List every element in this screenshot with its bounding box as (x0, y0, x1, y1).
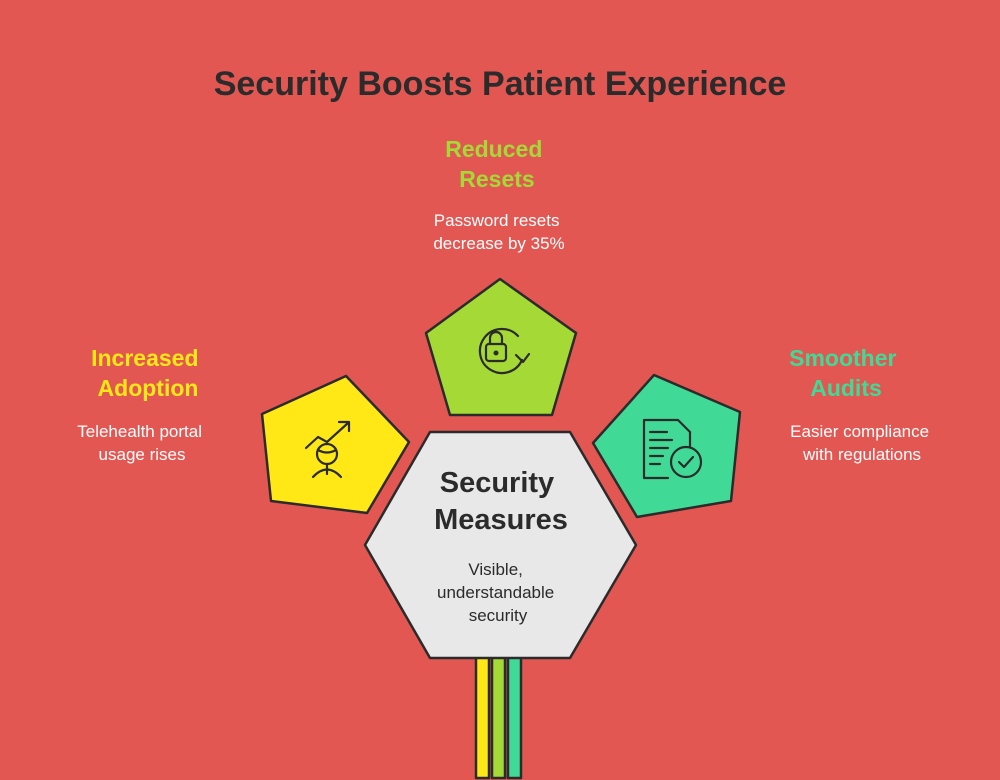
center-heading: Security Measures (434, 467, 568, 536)
center-security-measures: Security Measures Visible, understandabl… (363, 430, 638, 660)
lock-refresh-icon (478, 327, 531, 375)
node-description: Telehealth portal usage rises (77, 422, 207, 464)
document-check-icon (642, 418, 703, 480)
node-description: Easier compliance with regulations (790, 422, 934, 464)
node-reduced-resets: Reduced Resets Password resets decrease … (424, 136, 578, 417)
diagram-title: Security Boosts Patient Experience (214, 65, 787, 103)
stem-bars (474, 653, 523, 780)
node-smoother-audits: Smoother Audits Easier compliance with r… (591, 345, 934, 519)
pentagon-yellow (260, 374, 411, 515)
stem-bar-teal (506, 653, 523, 780)
node-increased-adoption: Increased Adoption Telehealth portal usa… (77, 345, 411, 515)
person-growth-arrow-icon (304, 420, 351, 479)
pentagon-teal (591, 373, 742, 519)
node-heading: Reduced Resets (445, 136, 549, 192)
stem-bar-yellow (474, 653, 491, 780)
stem-bar-lime (490, 653, 507, 780)
pentagon-lime (424, 277, 578, 417)
hexagon-center (363, 430, 638, 660)
node-heading: Smoother Audits (789, 345, 903, 401)
node-description: Password resets decrease by 35% (433, 211, 564, 253)
node-heading: Increased Adoption (91, 345, 205, 401)
center-description: Visible, understandable security (437, 560, 559, 625)
